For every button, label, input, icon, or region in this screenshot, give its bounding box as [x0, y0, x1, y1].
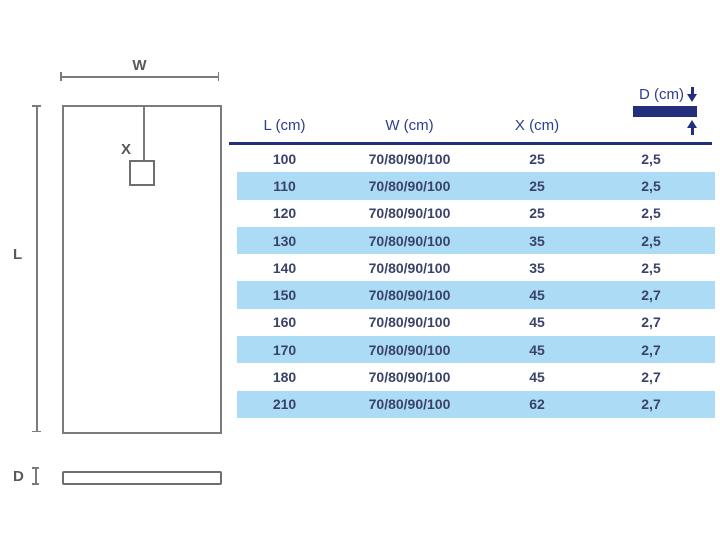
cell-w: 70/80/90/100	[368, 259, 451, 276]
width-dimension-tick-right	[217, 72, 219, 81]
column-header-width: W (cm)	[385, 117, 434, 134]
length-dimension-line	[36, 105, 38, 432]
column-header-drain-offset: X (cm)	[514, 117, 560, 134]
column-header-depth: D (cm)	[639, 86, 684, 103]
cell-x: 45	[529, 287, 545, 304]
cell-d: 2,7	[641, 287, 661, 304]
cell-w: 70/80/90/100	[368, 205, 451, 222]
cell-l: 110	[273, 177, 296, 194]
table-row: 210 70/80/90/100 62 2,7	[237, 390, 715, 418]
table-row: 140 70/80/90/100 35 2,5	[237, 254, 715, 281]
table-row: 120 70/80/90/100 25 2,5	[237, 200, 715, 227]
size-table-body: 100 70/80/90/100 25 2,5 110 70/80/90/100 25 2,5…	[237, 145, 715, 418]
column-header-length: L (cm)	[263, 117, 306, 134]
drain-offset-label: X	[121, 141, 132, 158]
table-header-rule	[229, 142, 712, 145]
cell-x: 45	[529, 369, 545, 386]
length-dimension-label: L	[13, 246, 23, 263]
cell-l: 170	[272, 341, 297, 358]
width-dimension-line	[60, 76, 219, 78]
cell-d: 2,7	[641, 314, 661, 331]
depth-arrow-down-icon	[686, 87, 698, 103]
cell-x: 62	[529, 396, 545, 413]
depth-bar-icon	[633, 106, 697, 117]
cell-x: 35	[529, 232, 545, 249]
cell-d: 2,5	[641, 259, 661, 276]
cell-w: 70/80/90/100	[368, 287, 451, 304]
cell-l: 160	[272, 314, 297, 331]
cell-l: 150	[272, 287, 297, 304]
cell-w: 70/80/90/100	[368, 150, 451, 167]
table-row: 130 70/80/90/100 35 2,5	[237, 226, 715, 255]
table-row: 150 70/80/90/100 45 2,7	[237, 281, 715, 309]
cell-l: 140	[272, 259, 297, 276]
table-row: 170 70/80/90/100 45 2,7	[237, 336, 715, 364]
depth-dimension-tick	[31, 467, 40, 485]
size-table: 100 70/80/90/100 25 2,5 110 70/80/90/100 25 2,5…	[237, 145, 715, 418]
cell-l: 130	[272, 232, 297, 249]
cell-d: 2,5	[641, 177, 661, 194]
cell-d: 2,5	[641, 205, 661, 222]
width-dimension-tick-left	[60, 72, 62, 81]
drain-square	[129, 160, 155, 186]
cell-d: 2,5	[641, 232, 661, 249]
cell-w: 70/80/90/100	[368, 341, 451, 358]
cell-d: 2,5	[641, 150, 661, 167]
length-dimension-tick-bottom	[32, 430, 41, 432]
length-dimension-tick-top	[32, 105, 41, 107]
cell-x: 25	[529, 177, 545, 194]
cell-d: 2,7	[641, 369, 661, 386]
cell-l: 100	[272, 150, 297, 167]
cell-d: 2,7	[641, 341, 661, 358]
cell-x: 45	[529, 341, 545, 358]
drain-offset-line	[143, 107, 145, 171]
cell-x: 25	[529, 205, 545, 222]
tray-side-view	[62, 471, 222, 485]
cell-w: 70/80/90/100	[368, 396, 451, 413]
cell-x: 45	[529, 314, 545, 331]
tray-top-view	[62, 105, 222, 434]
depth-arrow-up-icon	[686, 120, 698, 136]
table-row: 100 70/80/90/100 25 2,5	[237, 145, 715, 172]
cell-w: 70/80/90/100	[368, 232, 451, 249]
cell-w: 70/80/90/100	[368, 314, 451, 331]
cell-l: 120	[272, 205, 297, 222]
depth-dimension-label: D	[13, 468, 24, 485]
width-dimension-label: W	[132, 57, 147, 74]
table-row: 110 70/80/90/100 25 2,5	[237, 172, 715, 200]
table-row: 180 70/80/90/100 45 2,7	[237, 363, 715, 390]
cell-x: 35	[529, 259, 545, 276]
cell-l: 180	[272, 369, 297, 386]
cell-w: 70/80/90/100	[368, 369, 451, 386]
cell-w: 70/80/90/100	[368, 177, 451, 194]
cell-d: 2,7	[641, 396, 661, 413]
cell-l: 210	[272, 396, 297, 413]
table-row: 160 70/80/90/100 45 2,7	[237, 309, 715, 336]
cell-x: 25	[529, 150, 545, 167]
